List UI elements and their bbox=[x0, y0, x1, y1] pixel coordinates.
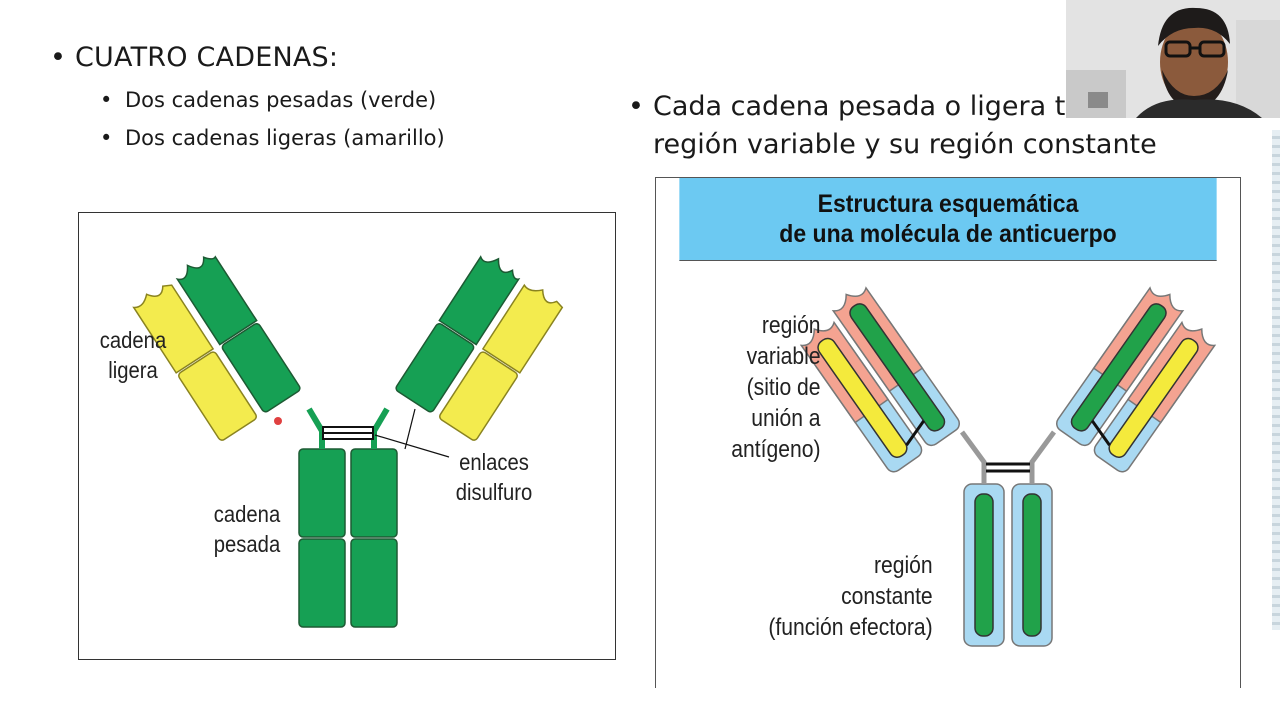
antibody-svg-left bbox=[132, 255, 564, 628]
sub-bullet-text: Dos cadenas ligeras (amarillo) bbox=[125, 126, 445, 150]
sub-bullet-heavy: • Dos cadenas pesadas (verde) bbox=[100, 88, 436, 112]
cursor-dot bbox=[274, 417, 282, 425]
bullet-dot: • bbox=[50, 42, 67, 73]
heavy-chain-segment bbox=[175, 255, 258, 346]
antibody-svg-right bbox=[799, 286, 1217, 647]
main-bullet: • CUATRO CADENAS: bbox=[50, 42, 338, 73]
right-bullet-line2: región variable y su región constante bbox=[653, 129, 1157, 160]
light-chain-segment bbox=[132, 284, 215, 374]
heavy-chain-segment bbox=[395, 323, 475, 413]
light-chain-segment bbox=[481, 283, 564, 374]
diagram-title: Estructura esquemática de una molécula d… bbox=[679, 178, 1217, 261]
light-chain-segment bbox=[178, 351, 257, 441]
sub-bullet-text: Dos cadenas pesadas (verde) bbox=[125, 88, 437, 112]
heavy-chain-segment bbox=[350, 538, 398, 628]
label-disulfide-bonds: enlaces disulfuro bbox=[455, 449, 533, 505]
heavy-chain-segment bbox=[350, 448, 398, 538]
antibody-diagram-schematic: Estructura esquemática de una molécula d… bbox=[655, 177, 1241, 688]
heavy-chain-core bbox=[974, 493, 994, 637]
label-heavy-chain: cadena pesada bbox=[213, 501, 281, 557]
heavy-chain-segment bbox=[438, 255, 521, 346]
label-variable-region: región variable (sitio de unión a antíge… bbox=[731, 312, 821, 463]
bullet-dot: • bbox=[100, 88, 113, 112]
window-edge-strip bbox=[1272, 130, 1280, 630]
label-constant-region: región constante (función efectora) bbox=[768, 552, 933, 641]
right-bullet: • Cada cadena pesada o ligera t región va… bbox=[628, 88, 1157, 164]
heavy-chain-segment bbox=[298, 448, 346, 538]
webcam-overlay bbox=[1066, 0, 1280, 118]
presenter-video bbox=[1066, 0, 1280, 118]
right-bullet-line1: Cada cadena pesada o ligera t bbox=[653, 91, 1066, 122]
heavy-chain-core bbox=[1022, 493, 1042, 637]
label-light-chain: cadena ligera bbox=[99, 327, 167, 383]
heavy-chain-segment bbox=[298, 538, 346, 628]
light-chain-segment bbox=[439, 351, 518, 441]
heavy-chain-segment bbox=[221, 323, 301, 413]
bullet-dot: • bbox=[628, 91, 644, 122]
antibody-diagram-simple: cadena ligera cadena pesada enlaces disu… bbox=[78, 212, 616, 660]
sub-bullet-light: • Dos cadenas ligeras (amarillo) bbox=[100, 126, 445, 150]
main-bullet-text: CUATRO CADENAS: bbox=[75, 42, 339, 73]
bullet-dot: • bbox=[100, 126, 113, 150]
